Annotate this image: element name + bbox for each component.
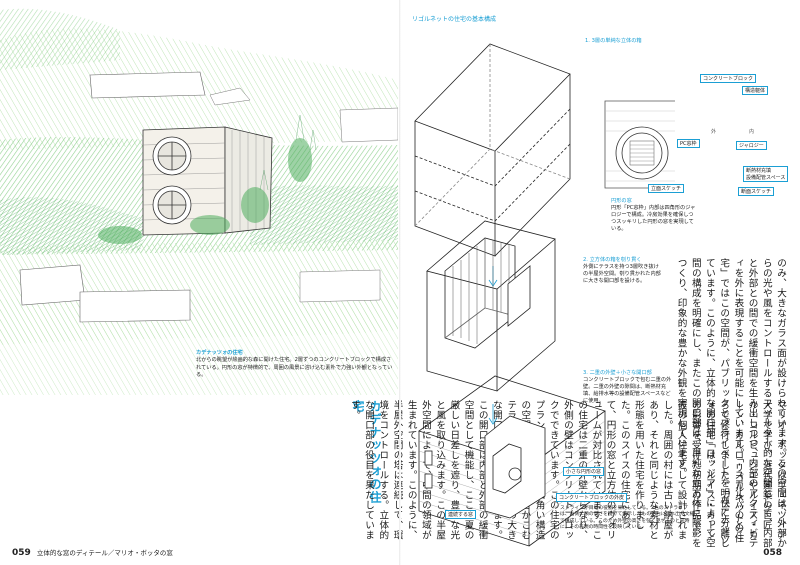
continuous-window-tag: 連続する窓 (445, 510, 477, 519)
step3-title: 3. 二重の外壁＋小さな開口部 (583, 370, 652, 376)
right-folio: 058 (763, 548, 786, 558)
right-body-text: のみ、大きなガラス面が設けられています。この空間は、外部からの光や風をコントロー… (675, 258, 786, 548)
house-sketch (142, 126, 273, 236)
diagram-header: リゴルネットの住宅の基本構成 (412, 16, 497, 23)
caption-title: カデナッツォの住宅 (196, 350, 243, 356)
pc-frame-tag: PC窓枠 (677, 139, 700, 148)
caption-text: 北からの眺望が絵画的な森に開けた住宅。2層ずつのコンクリートブロックで構成されて… (196, 357, 393, 378)
stripe-note: ストライプが目地の役割を果たしている。2色のストライプは、右側に額の高さを提げて… (560, 506, 695, 531)
left-page-number: 059 (12, 548, 31, 558)
running-title: 立体的な窓のディテール／マリオ・ボッタの窓 (36, 549, 173, 557)
concrete-block-tag: コンクリートブロック (700, 74, 757, 83)
landscape-sketch (0, 0, 398, 395)
section-heading: カデナッツォの住宅 (351, 400, 382, 504)
insulation-tag: 断熱材充填 設備配管スペース (743, 166, 789, 182)
small-window-tag: 小さな円形の窓 (563, 467, 605, 476)
structure-frame-tag: 構造躯体 (742, 86, 769, 95)
circle-window-note: 円形の窓 円形「PC窓枠」内部は四角形のジャロジーで構成。冷房効果を確保しつつス… (611, 198, 696, 233)
right-page-number: 058 (763, 548, 782, 558)
jalousie-tag: ジャロジー (736, 141, 767, 150)
step1-title: 1. 3層の単純な立体の箱 (585, 38, 642, 44)
step2-title: 2. 立方体の箱を刳り貫く (583, 257, 642, 263)
inside-tag: 内 (749, 128, 755, 135)
step3-label: 3. 二重の外壁＋小さな開口部 コンクリートブロックで包む二重の外壁。二重の外壁… (583, 370, 673, 405)
step2-text: 外側にテラスを持つ3層吹き抜けの半屋外空間。刳り貫かれた内部に大きな開口部を設け… (583, 264, 661, 284)
sketch-caption: カデナッツォの住宅 北からの眺望が絵画的な森に開けた住宅。2層ずつのコンクリート… (196, 350, 396, 379)
detail-elevation (604, 100, 675, 189)
outside-tag: 外 (711, 128, 717, 135)
step1-box (414, 43, 571, 257)
step3-box (418, 375, 606, 547)
circle-window-text: 円形「PC窓枠」内部は四角形のジャロジーで構成。冷房効果を確保しつつスッキリした… (611, 205, 696, 232)
elevation-sketch-tag: 立面スケッチ (648, 184, 685, 193)
block-facade-tag: コンクリートブロックの外皮 (556, 493, 628, 502)
step3-text: コンクリートブロックで包む二重の外壁。二重の外壁の隙間は、断熱材充填、給排水等の… (583, 377, 672, 404)
gutter (399, 0, 401, 565)
section-sketch-tag: 断面スケッチ (738, 187, 775, 196)
step2-label: 2. 立方体の箱を刳り貫く 外側にテラスを持つ3層吹き抜けの半屋外空間。刳り貫か… (583, 257, 661, 285)
left-folio: 059 立体的な窓のディテール／マリオ・ボッタの窓 (12, 547, 173, 558)
axonometric-diagram (414, 43, 675, 547)
step2-box (426, 220, 556, 392)
circle-window-title: 円形の窓 (611, 198, 632, 204)
